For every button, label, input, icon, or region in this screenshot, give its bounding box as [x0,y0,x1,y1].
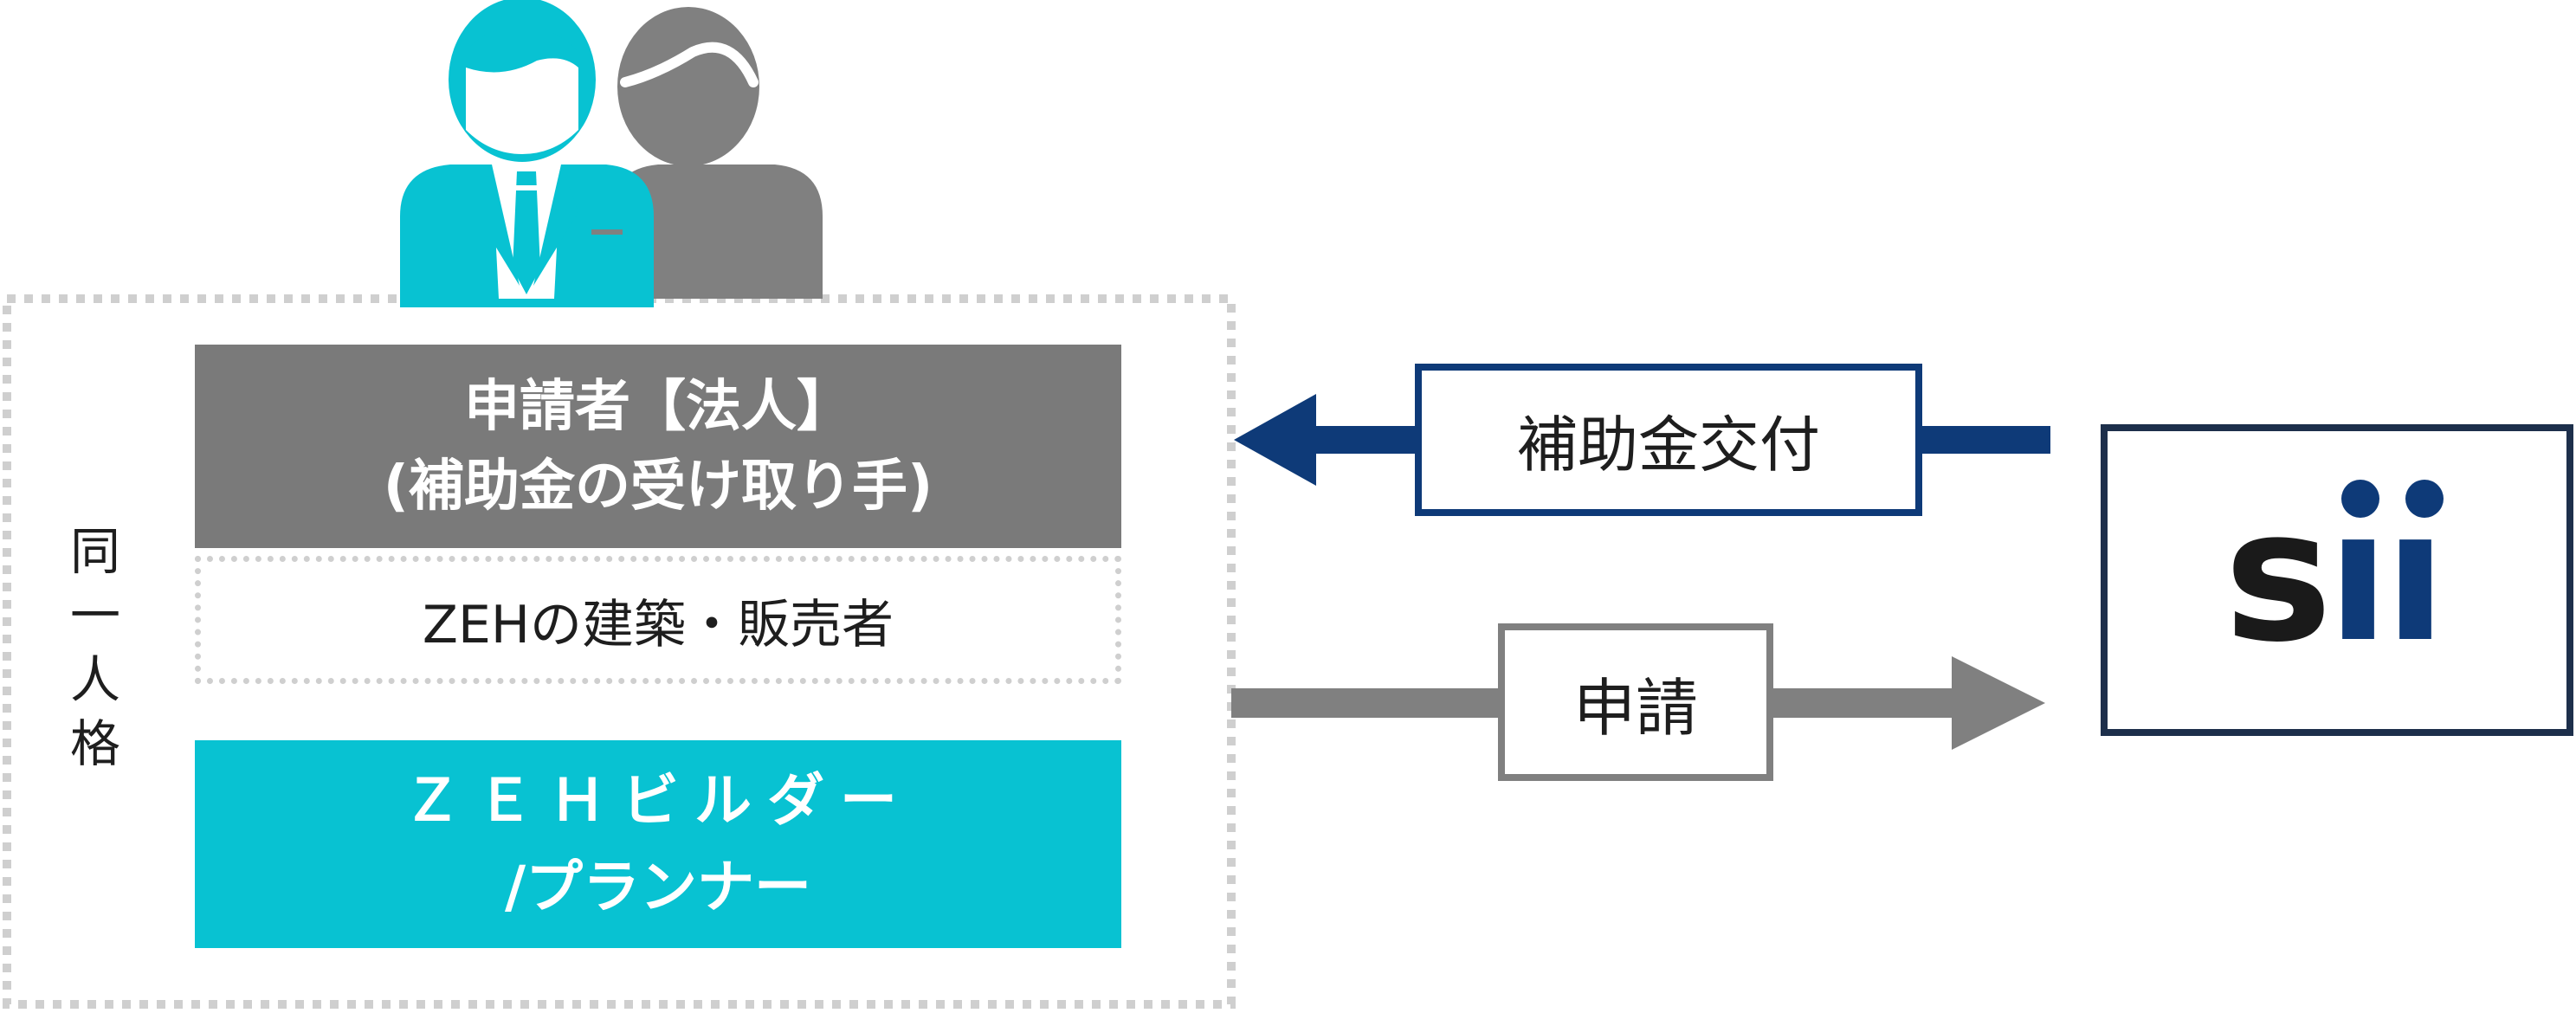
builder-box: ＺＥＨビルダー /プランナー [195,740,1121,948]
applicant-title: 申請者【法人】 [464,374,852,439]
person-front-icon [400,0,654,307]
sii-organization-box: sıı [2101,424,2573,736]
subsidy-label: 補助金交付 [1517,409,1820,481]
builder-subtitle: /プランナー [504,854,812,920]
applicant-subtitle: (補助金の受け取り手) [383,454,933,519]
seller-box: ZEHの建築・販売者 [195,556,1121,684]
same-entity-char: 人 [69,650,120,709]
subsidy-arrow [1234,394,2050,486]
person-back-icon [610,7,823,299]
seller-label: ZEHの建築・販売者 [422,594,894,655]
same-entity-char: 同 [69,522,120,581]
apply-label: 申請 [1572,671,1698,745]
apply-label-box: 申請 [1498,623,1773,781]
same-entity-char: 一 [69,586,120,645]
subsidy-label-box: 補助金交付 [1415,364,1922,516]
applicant-box: 申請者【法人】 (補助金の受け取り手) [195,345,1121,548]
same-entity-char: 格 [69,714,120,773]
apply-arrow [1231,656,2045,750]
same-entity-label: 同 一 人 格 [61,519,130,776]
sii-logo-text: sıı [2224,470,2442,682]
sii-logo: sıı [2224,470,2447,682]
builder-title: ＺＥＨビルダー [404,767,913,834]
